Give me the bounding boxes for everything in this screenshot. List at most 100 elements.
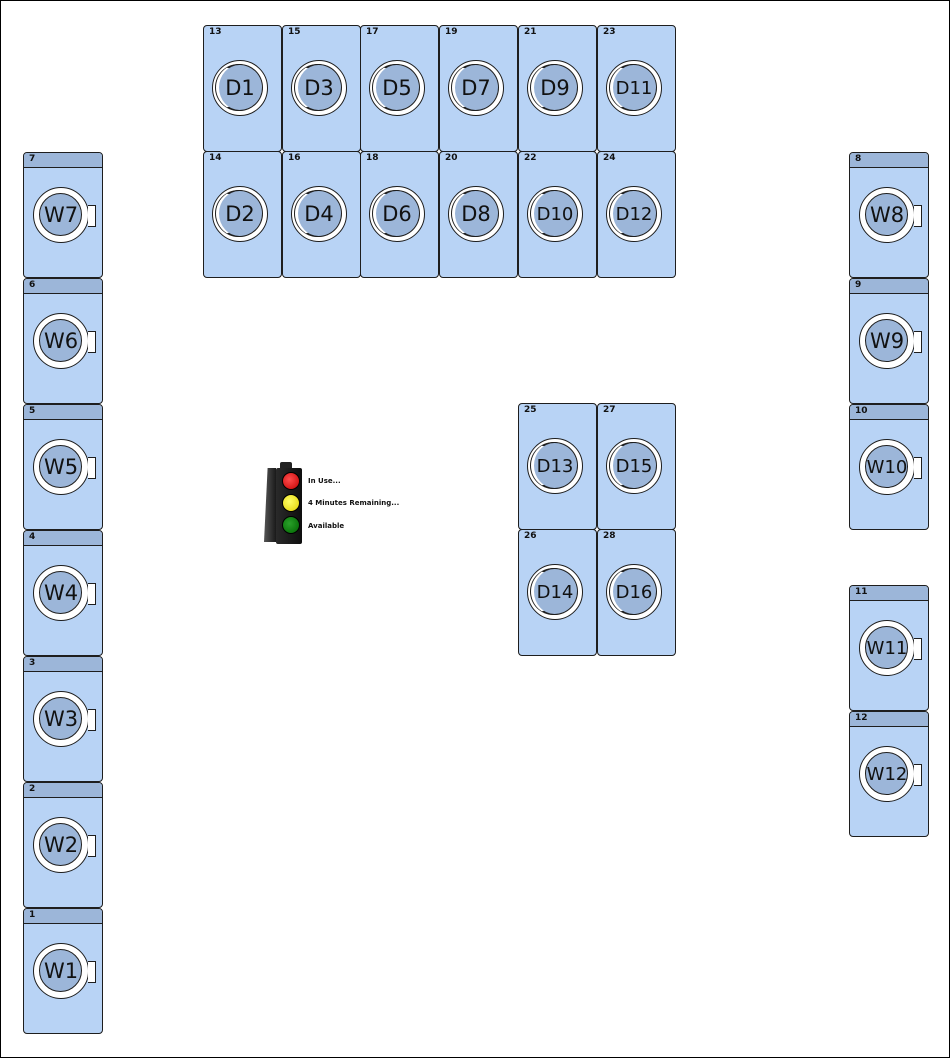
machine-label: D11 — [615, 77, 653, 99]
machine-label: W3 — [43, 707, 79, 731]
machine-label: D5 — [382, 76, 412, 100]
machine-label: D8 — [461, 202, 491, 226]
machine-label: D1 — [225, 76, 255, 100]
machine-number: 4 — [29, 532, 36, 542]
washer-control-panel — [24, 783, 102, 798]
door-window — [610, 64, 657, 111]
machine-label: W1 — [43, 959, 79, 983]
machine-number: 9 — [855, 280, 862, 290]
door-window — [295, 190, 342, 237]
door-window — [39, 193, 82, 236]
machine-number: 5 — [29, 406, 36, 416]
door-hinge-icon — [88, 709, 96, 731]
washer-control-panel — [24, 657, 102, 672]
door-window — [216, 190, 263, 237]
machine-door-icon — [859, 187, 915, 243]
machine-number: 21 — [524, 27, 537, 37]
machine-door-icon — [33, 817, 89, 873]
machine-label: D12 — [615, 203, 653, 225]
traffic-light-pole — [280, 462, 292, 470]
machine-number: 10 — [855, 406, 868, 416]
washer-control-panel — [24, 153, 102, 168]
machine-label: W2 — [43, 833, 79, 857]
washer-control-panel — [850, 279, 928, 294]
washer-control-panel — [24, 909, 102, 924]
machine-number: 26 — [524, 531, 537, 541]
door-window — [531, 568, 578, 615]
machine-door-icon — [606, 60, 662, 116]
traffic-light-side — [264, 468, 276, 542]
machine-door-icon — [527, 564, 583, 620]
machine-door-icon — [291, 186, 347, 242]
door-window — [39, 319, 82, 362]
machine-number: 22 — [524, 153, 537, 163]
machine-door-icon — [527, 438, 583, 494]
door-hinge-icon — [88, 331, 96, 353]
machine-number: 13 — [209, 27, 222, 37]
machine-label: W4 — [43, 581, 79, 605]
machine-number: 8 — [855, 154, 862, 164]
machine-label: W7 — [43, 203, 79, 227]
door-window — [610, 442, 657, 489]
door-window — [531, 64, 578, 111]
machine-number: 20 — [445, 153, 458, 163]
machine-label: D2 — [225, 202, 255, 226]
machine-door-icon — [859, 313, 915, 369]
machine-label: W6 — [43, 329, 79, 353]
machine-door-icon — [606, 564, 662, 620]
door-window — [216, 64, 263, 111]
machine-door-icon — [606, 186, 662, 242]
door-window — [865, 752, 908, 795]
door-hinge-icon — [914, 205, 922, 227]
machine-label: D9 — [540, 76, 570, 100]
door-hinge-icon — [88, 835, 96, 857]
machine-number: 14 — [209, 153, 222, 163]
door-window — [39, 949, 82, 992]
machine-number: 1 — [29, 910, 36, 920]
machine-door-icon — [606, 438, 662, 494]
door-window — [865, 445, 908, 488]
legend-available: Available — [308, 522, 345, 530]
machine-door-icon — [33, 187, 89, 243]
machine-number: 24 — [603, 153, 616, 163]
machine-door-icon — [369, 60, 425, 116]
door-window — [373, 190, 420, 237]
machine-label: D3 — [304, 76, 334, 100]
door-window — [452, 64, 499, 111]
washer-control-panel — [24, 279, 102, 294]
machine-number: 25 — [524, 405, 537, 415]
machine-label: D16 — [615, 581, 653, 603]
machine-door-icon — [33, 565, 89, 621]
machine-number: 28 — [603, 531, 616, 541]
machine-label: D10 — [536, 203, 574, 225]
machine-door-icon — [448, 60, 504, 116]
